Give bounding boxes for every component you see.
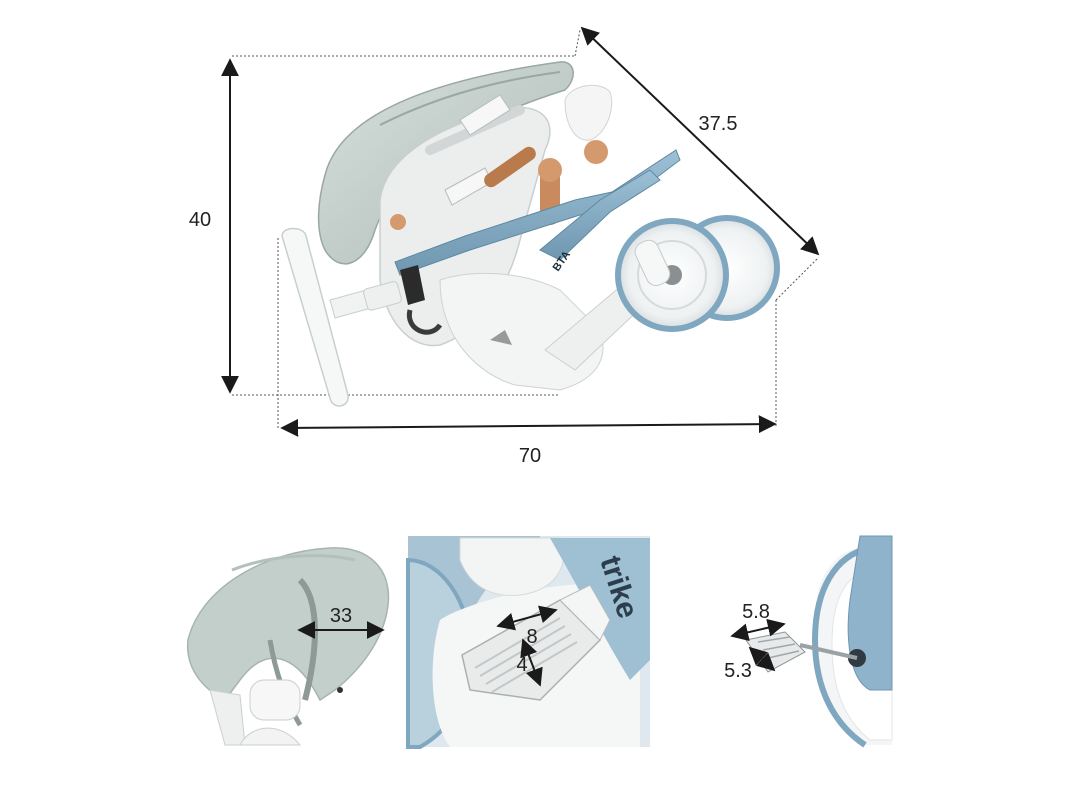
pedal-length-label: 5.8 — [742, 601, 770, 623]
depth-label: 37.5 — [699, 113, 738, 135]
rear-wheels — [615, 215, 780, 332]
t-handle-grip — [281, 227, 349, 407]
height-dimension: 40 — [189, 58, 239, 394]
folded-trike-view: BTA 40 — [189, 26, 820, 467]
canopy-hood — [187, 547, 390, 702]
width-dimension: 70 — [280, 415, 777, 467]
width-label: 70 — [519, 445, 541, 467]
footrest-width-label: 4 — [516, 654, 527, 676]
pedal-detail-view: 5.8 5.3 — [724, 535, 893, 748]
dotted-guide-lines — [232, 29, 819, 428]
canopy-width-label: 33 — [330, 605, 352, 627]
depth-dimension: 37.5 — [580, 26, 820, 256]
height-label: 40 — [189, 209, 211, 231]
canopy-detail-view: 33 — [187, 547, 390, 746]
footrest-length-label: 8 — [526, 626, 537, 648]
pedal-width-label: 5.3 — [724, 660, 752, 682]
footrest-detail-view: trike 8 4 — [406, 536, 650, 749]
